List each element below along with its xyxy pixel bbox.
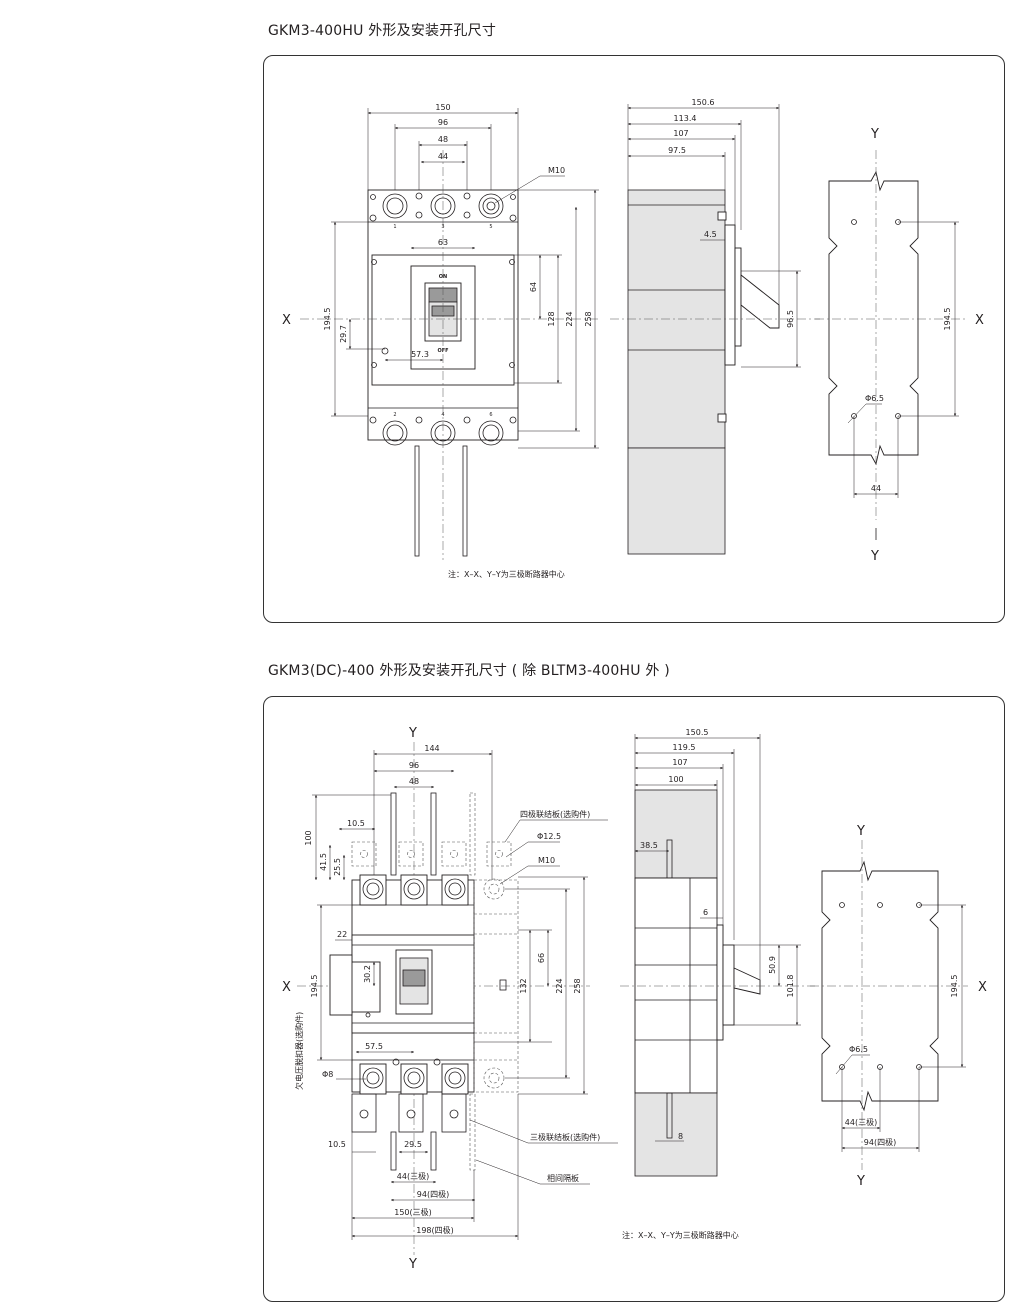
s2-cutout: Y Y X 194.5 44(三极) 94(四极) Φ6.5 xyxy=(810,824,987,1189)
dimension-label: 66 xyxy=(537,953,546,963)
section2-title: GKM3(DC)-400 外形及安装开孔尺寸 ( 除 BLTM3-400HU 外… xyxy=(268,663,670,679)
s1-axis-x-left: X xyxy=(282,313,291,328)
dimension-label: 6 xyxy=(703,908,708,917)
s2-label-4p-plate: 四极联结板(选购件) xyxy=(520,809,590,819)
dimension-label: 41.5 xyxy=(319,853,328,871)
dimension-label: 119.5 xyxy=(673,743,696,752)
dimension-label: 57.5 xyxy=(365,1042,383,1051)
dimension-label: 44(三极) xyxy=(397,1171,429,1181)
s2-label-barrier: 相间隔板 xyxy=(547,1173,579,1183)
dimension-label: 150(三极) xyxy=(394,1207,432,1217)
dimension-label: Φ8 xyxy=(322,1070,333,1079)
s2-label-3p-plate: 三极联结板(选购件) xyxy=(530,1132,600,1142)
dimension-label: 150.5 xyxy=(686,728,709,737)
s1-side-dim-1506: 150.6 xyxy=(692,98,715,107)
dimension-label: 38.5 xyxy=(640,841,658,850)
s1-dim-128: 128 xyxy=(547,311,556,326)
dimension-label: 94(四极) xyxy=(417,1189,449,1199)
s1-side-dim-965: 96.5 xyxy=(786,310,795,328)
s1-side-dim-45: 4.5 xyxy=(704,230,717,239)
s1-m10-label: M10 xyxy=(548,166,565,175)
s2-label-uv: 欠电压脱扣器(选购件) xyxy=(294,1012,304,1090)
s2-axis-y-top: Y xyxy=(408,726,417,741)
s1-cutout: Y Y X 194.5 44 Φ6.5 xyxy=(815,127,984,564)
dimension-label: 224 xyxy=(555,978,564,993)
s1-dim-1945: 194.5 xyxy=(323,308,332,331)
dimension-label: 30.2 xyxy=(363,965,372,983)
s2-note: 注：X–X、Y–Y为三极断路器中心 xyxy=(622,1230,739,1240)
dimension-label: 107 xyxy=(673,129,688,138)
dimension-label: 194.5 xyxy=(310,975,319,998)
dimension-label: 10.5 xyxy=(347,819,365,828)
dimension-label: 258 xyxy=(573,978,582,993)
s1-dim-573: 57.3 xyxy=(411,350,429,359)
dimension-label: 198(四极) xyxy=(416,1225,454,1235)
dimension-label: 10.5 xyxy=(328,1140,346,1149)
dimension-label: 2 xyxy=(393,412,396,418)
dimension-label: 5 xyxy=(489,224,492,230)
s1-cutout-dim-1945: 194.5 xyxy=(943,308,952,331)
s2-front-view: Y Y X 144 96 48 100 41.5 25.5 xyxy=(282,726,618,1272)
dimension-label: Y xyxy=(856,824,865,839)
dimension-label: Y xyxy=(856,1174,865,1189)
s2-axis-y-bottom: Y xyxy=(408,1257,417,1272)
s1-cutout-axis-y-top: Y xyxy=(870,127,879,142)
dimension-label: 25.5 xyxy=(333,858,342,876)
dimension-label: 4 xyxy=(441,412,444,418)
s1-note: 注：X–X、Y–Y为三极断路器中心 xyxy=(448,569,565,579)
s1-dim-258: 258 xyxy=(584,311,593,326)
dimension-label: 144 xyxy=(424,744,439,753)
dimension-label: 97.5 xyxy=(668,146,686,155)
dimension-label: 29.5 xyxy=(404,1140,422,1149)
dimension-label: X xyxy=(978,980,987,995)
dimension-label: 22 xyxy=(337,930,347,939)
s1-cutout-axis-x: X xyxy=(975,313,984,328)
s1-dim-48: 48 xyxy=(438,135,448,144)
dimension-label: 107 xyxy=(672,758,687,767)
dimension-label: Φ12.5 xyxy=(537,832,561,841)
dimension-label: 8 xyxy=(678,1132,683,1141)
dimension-label: Φ6.5 xyxy=(849,1045,868,1054)
s1-dim-224: 224 xyxy=(565,311,574,326)
s1-dim-64: 64 xyxy=(529,282,538,292)
s1-cutout-axis-y-bottom: Y xyxy=(870,549,879,564)
dimension-label: 96 xyxy=(409,761,419,770)
s1-dim-150: 150 xyxy=(435,103,450,112)
dimension-label: 100 xyxy=(668,775,683,784)
s2-side-view: 150.5 119.5 107 100 38.5 6 50.9 101.8 xyxy=(620,728,815,1177)
dimension-label: 6 xyxy=(489,412,492,418)
s1-cutout-phi: Φ6.5 xyxy=(865,394,884,403)
dimension-label: 100 xyxy=(304,830,313,845)
s1-cutout-dim-44: 44 xyxy=(871,484,881,493)
s2-axis-x: X xyxy=(282,980,291,995)
dimension-label: 94(四极) xyxy=(864,1137,896,1147)
dimension-label: 113.4 xyxy=(674,114,697,123)
s1-dim-297: 29.7 xyxy=(339,325,348,343)
s1-dim-96: 96 xyxy=(438,118,448,127)
dimension-label: 44(三极) xyxy=(845,1117,877,1127)
dimension-label: 194.5 xyxy=(950,975,959,998)
s1-front-view: 150 96 48 44 1 3 5 xyxy=(282,103,600,560)
dimension-label: M10 xyxy=(538,856,555,865)
dimension-label: 1 xyxy=(393,224,396,230)
dimension-label: 50.9 xyxy=(768,956,777,974)
dimension-label: 132 xyxy=(519,978,528,993)
dimension-label: 48 xyxy=(409,777,419,786)
section1-title: GKM3-400HU 外形及安装开孔尺寸 xyxy=(268,23,497,39)
s1-side-view: 150.6 113.4 107 97.5 4.5 96.5 xyxy=(610,98,820,555)
